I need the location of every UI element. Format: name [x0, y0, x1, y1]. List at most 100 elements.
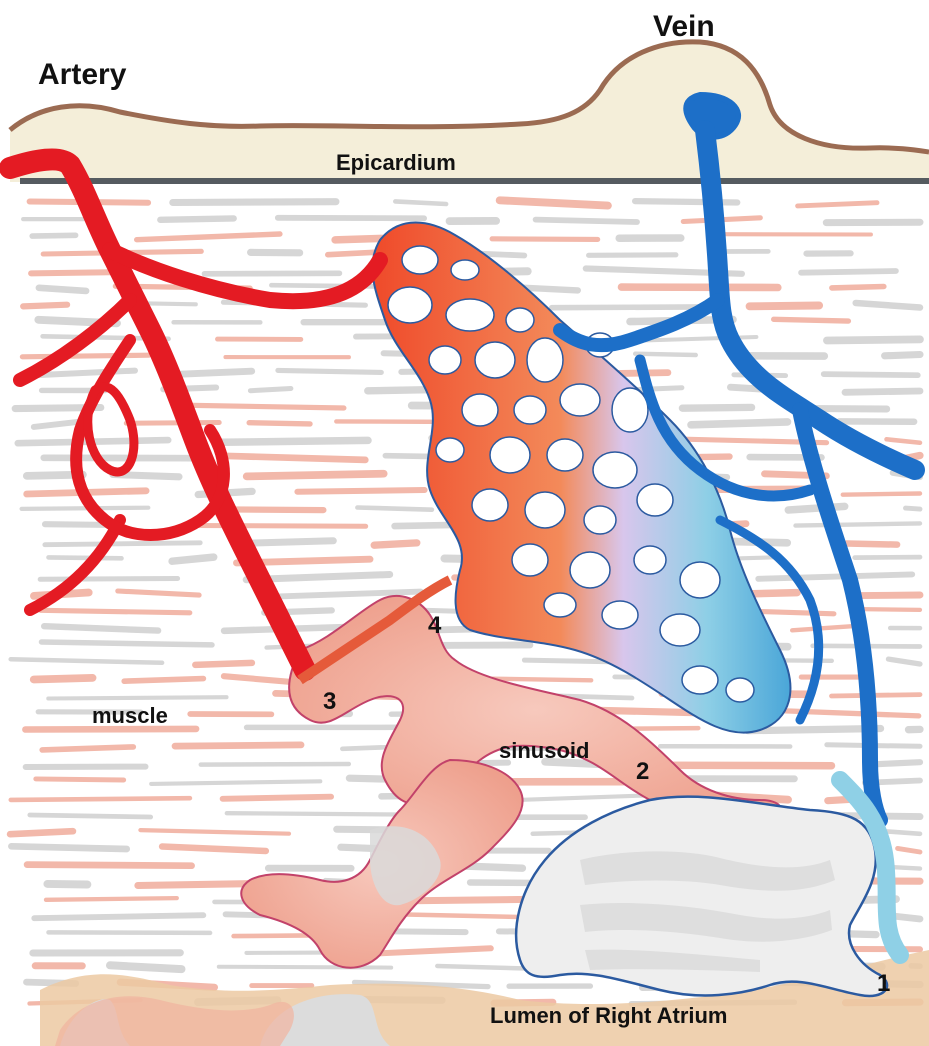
muscle-fiber-gray	[888, 659, 920, 664]
muscle-fiber-pink	[118, 591, 199, 595]
muscle-fiber-gray	[219, 967, 391, 968]
capillary-gap	[682, 666, 718, 694]
muscle-fiber-gray	[748, 729, 881, 731]
muscle-fiber-pink	[36, 779, 124, 780]
capillary-gap	[660, 614, 700, 646]
capillary-gap	[570, 552, 610, 588]
capillary-gap	[429, 346, 461, 374]
muscle-fiber-gray	[201, 764, 349, 765]
epicardium-layer	[10, 42, 929, 184]
muscle-fiber-pink	[23, 305, 67, 307]
muscle-fiber-gray	[691, 422, 788, 425]
muscle-fiber-gray	[42, 642, 213, 645]
muscle-fiber-pink	[140, 830, 289, 834]
muscle-fiber-gray	[11, 846, 126, 849]
muscle-label: muscle	[92, 703, 168, 729]
muscle-fiber-gray	[180, 371, 252, 374]
marker-3: 3	[323, 688, 336, 716]
muscle-fiber-gray	[22, 508, 149, 509]
muscle-fiber-pink	[843, 494, 920, 495]
capillary-gap	[527, 338, 563, 382]
capillary-gap	[475, 342, 515, 378]
capillary-gap	[472, 489, 508, 521]
muscle-fiber-gray	[682, 407, 751, 408]
capillary-gap	[560, 384, 600, 416]
muscle-fiber-pink	[898, 848, 920, 852]
muscle-fiber-pink	[653, 765, 832, 766]
muscle-fiber-pink	[27, 865, 192, 866]
muscle-fiber-gray	[49, 557, 122, 558]
capillary-gap	[388, 287, 432, 323]
epicardium-fill	[10, 42, 929, 182]
muscle-fiber-pink	[750, 306, 820, 307]
muscle-fiber-gray	[906, 508, 921, 509]
vein-label: Vein	[653, 10, 715, 44]
muscle-fiber-pink	[492, 239, 598, 240]
muscle-fiber-pink	[798, 203, 877, 206]
muscle-fiber-pink	[860, 595, 920, 596]
capillary-gap	[446, 299, 494, 331]
muscle-fiber-gray	[278, 218, 424, 219]
capillary-gap	[637, 484, 673, 516]
muscle-fiber-gray	[32, 235, 75, 236]
muscle-fiber-pink	[175, 745, 301, 746]
muscle-fiber-gray	[47, 884, 87, 885]
capillary-gap	[634, 546, 666, 574]
muscle-fiber-pink	[247, 474, 384, 477]
muscle-fiber-pink	[394, 914, 533, 917]
capillary-gap	[436, 438, 464, 462]
muscle-fiber-pink	[500, 200, 608, 205]
muscle-fiber-gray	[536, 220, 637, 222]
muscle-fiber-pink	[374, 543, 417, 545]
capillary-gap	[584, 506, 616, 534]
muscle-fiber-pink	[124, 679, 203, 682]
muscle-fiber-gray	[48, 697, 226, 698]
capillary-gap	[490, 437, 530, 473]
marker-4: 4	[428, 612, 441, 640]
muscle-fiber-gray	[151, 781, 320, 784]
muscle-fiber-gray	[172, 557, 214, 561]
muscle-fiber-gray	[845, 391, 920, 392]
muscle-fiber-gray	[635, 354, 696, 355]
muscle-fiber-pink	[297, 490, 424, 492]
muscle-fiber-pink	[376, 948, 491, 953]
lumen-label: Lumen of Right Atrium	[490, 1003, 728, 1029]
muscle-fiber-pink	[126, 423, 219, 424]
muscle-fiber-gray	[827, 339, 920, 340]
muscle-fiber-pink	[179, 405, 344, 408]
capillary-gap	[402, 246, 438, 274]
muscle-fiber-pink	[11, 798, 190, 800]
muscle-fiber-pink	[792, 626, 858, 631]
muscle-fiber-gray	[855, 557, 920, 558]
capillary-gap	[726, 678, 754, 702]
muscle-fiber-pink	[137, 234, 280, 240]
marker-2: 2	[636, 758, 649, 786]
marker-1: 1	[877, 970, 890, 998]
muscle-fiber-gray	[885, 355, 920, 356]
muscle-fiber-pink	[249, 423, 310, 424]
muscle-fiber-gray	[801, 271, 896, 273]
capillary-gap	[514, 396, 546, 424]
muscle-fiber-pink	[34, 678, 93, 680]
muscle-fiber-pink	[223, 456, 366, 460]
muscle-fiber-gray	[788, 506, 844, 510]
capillary-gap	[506, 308, 534, 332]
muscle-fiber-pink	[774, 319, 849, 321]
capillary-gap	[512, 544, 548, 576]
muscle-fiber-gray	[40, 579, 177, 580]
muscle-fiber-gray	[44, 626, 158, 630]
muscle-fiber-gray	[824, 374, 918, 375]
muscle-fiber-gray	[160, 218, 233, 219]
muscle-fiber-gray	[110, 965, 182, 969]
muscle-fiber-gray	[796, 523, 921, 525]
muscle-fiber-pink	[847, 544, 897, 545]
artery-label: Artery	[38, 58, 126, 92]
muscle-fiber-gray	[34, 915, 203, 918]
muscle-fiber-gray	[395, 201, 446, 204]
muscle-fiber-pink	[224, 676, 291, 682]
capillary-gap	[593, 452, 637, 488]
muscle-fiber-pink	[10, 831, 73, 834]
capillary-gap	[680, 562, 720, 598]
